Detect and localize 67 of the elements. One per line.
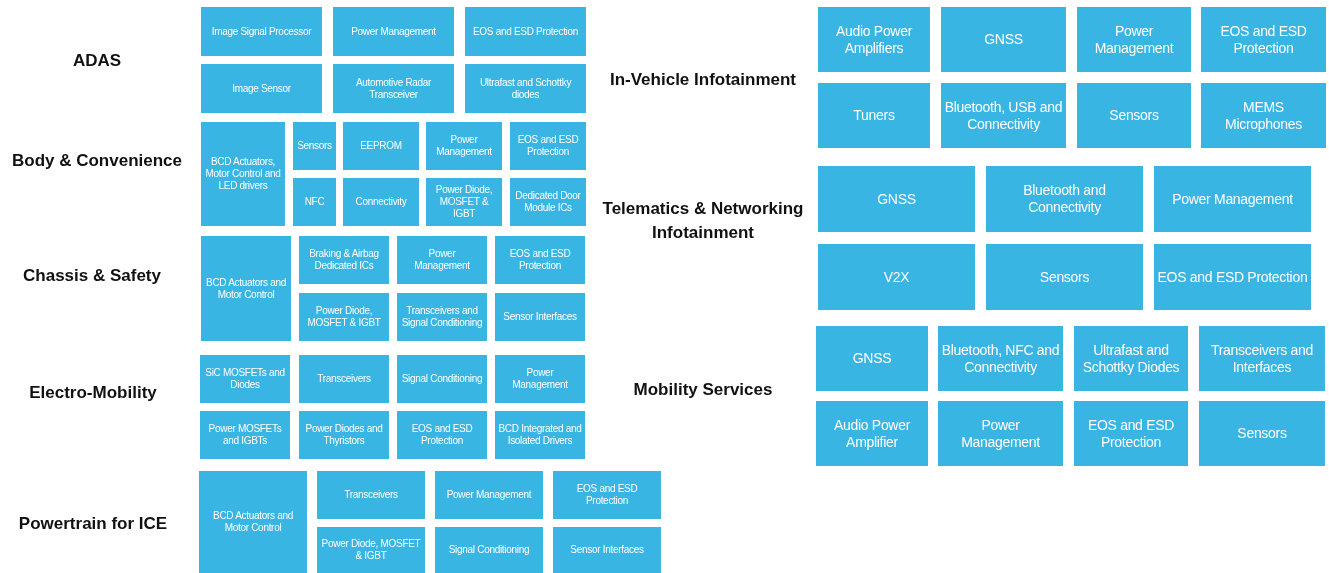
product-tile: EOS and ESD Protection — [1201, 7, 1326, 72]
product-tile: Power Diode, MOSFET & IGBT — [299, 293, 389, 341]
product-tile: Tuners — [818, 83, 930, 148]
section-heading: Telematics & Networking Infotainment — [601, 198, 805, 244]
product-tile: Sensors — [1077, 83, 1191, 148]
product-tile: EOS and ESD Protection — [1154, 244, 1311, 310]
product-tile: Automotive Radar Transceiver — [333, 64, 454, 113]
section-heading: ADAS — [72, 50, 122, 73]
product-tile: GNSS — [816, 326, 928, 391]
product-tile: GNSS — [941, 7, 1066, 72]
product-tile: Power MOSFETs and IGBTs — [200, 411, 290, 459]
product-tile: BCD Integrated and Isolated Drivers — [495, 411, 585, 459]
product-tile: Power Management — [938, 401, 1063, 466]
product-tile: BCD Actuators and Motor Control — [199, 471, 307, 573]
section-heading: Electro-Mobility — [29, 382, 157, 405]
section-heading: Powertrain for ICE — [18, 513, 168, 536]
section-heading: Mobility Services — [633, 379, 773, 402]
product-tile: Sensor Interfaces — [495, 293, 585, 341]
product-tile: Bluetooth, NFC and Connectivity — [938, 326, 1063, 391]
product-tile: Power Diode, MOSFET & IGBT — [317, 527, 425, 573]
product-tile: Power Management — [426, 122, 502, 170]
product-tile: BCD Actuators, Motor Control and LED drivers — [201, 122, 285, 226]
product-tile: Power Diodes and Thyristors — [299, 411, 389, 459]
product-tile: EEPROM — [343, 122, 419, 170]
section-heading: Body & Convenience — [12, 150, 182, 173]
product-tile: EOS and ESD Protection — [1074, 401, 1188, 466]
product-tile: EOS and ESD Protection — [465, 7, 586, 56]
product-tile: EOS and ESD Protection — [553, 471, 661, 519]
product-tile: Sensors — [1199, 401, 1325, 466]
product-tile: Transceivers — [317, 471, 425, 519]
product-tile: Audio Power Amplifier — [816, 401, 928, 466]
product-tile: MEMS Microphones — [1201, 83, 1326, 148]
product-tile: Bluetooth, USB and Connectivity — [941, 83, 1066, 148]
product-tile: Transceivers and Interfaces — [1199, 326, 1325, 391]
product-tile: Transceivers and Signal Conditioning — [397, 293, 487, 341]
product-tile: Power Management — [333, 7, 454, 56]
product-tile: Power Management — [1077, 7, 1191, 72]
product-tile: Ultrafast and Schottky Diodes — [1074, 326, 1188, 391]
product-tile: SiC MOSFETs and Diodes — [200, 355, 290, 403]
product-tile: BCD Actuators and Motor Control — [201, 236, 291, 341]
product-tile: Power Management — [435, 471, 543, 519]
product-tile: Dedicated Door Module ICs — [510, 178, 586, 226]
product-tile: Ultrafast and Schottky diodes — [465, 64, 586, 113]
product-tile: V2X — [818, 244, 975, 310]
product-tile: Signal Conditioning — [435, 527, 543, 573]
product-tile: Image Sensor — [201, 64, 322, 113]
product-tile: Sensor Interfaces — [553, 527, 661, 573]
product-tile: Connectivity — [343, 178, 419, 226]
product-tile: Bluetooth and Connectivity — [986, 166, 1143, 232]
product-tile: Image Signal Processor — [201, 7, 322, 56]
product-tile: NFC — [293, 178, 336, 226]
section-heading: Chassis & Safety — [23, 265, 161, 288]
product-tile: Audio Power Amplifiers — [818, 7, 930, 72]
product-tile: Signal Conditioning — [397, 355, 487, 403]
product-tile: EOS and ESD Protection — [510, 122, 586, 170]
section-heading: In-Vehicle Infotainment — [609, 69, 797, 92]
product-tile: Power Management — [397, 236, 487, 284]
product-tile: EOS and ESD Protection — [397, 411, 487, 459]
product-tile: Power Management — [495, 355, 585, 403]
product-tile: Power Diode, MOSFET & IGBT — [426, 178, 502, 226]
product-tile: Braking & Airbag Dedicated ICs — [299, 236, 389, 284]
product-tile: Sensors — [986, 244, 1143, 310]
product-tile: Power Management — [1154, 166, 1311, 232]
product-tile: Transceivers — [299, 355, 389, 403]
product-tile: GNSS — [818, 166, 975, 232]
product-tile: Sensors — [293, 122, 336, 170]
product-tile: EOS and ESD Protection — [495, 236, 585, 284]
